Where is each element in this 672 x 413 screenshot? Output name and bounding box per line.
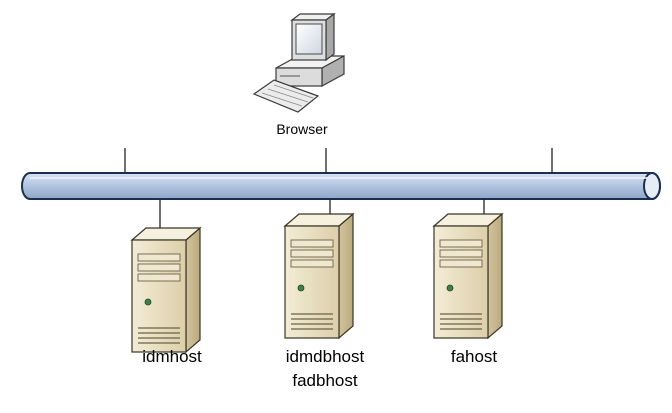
tower-server-icon xyxy=(284,213,354,339)
server-label-fahost: fahost xyxy=(451,347,498,366)
server-idmdbhost xyxy=(284,213,354,339)
server-label-idmhost: idmhost xyxy=(142,347,202,366)
server-label-idmdbhost: idmdbhost xyxy=(286,347,365,366)
server-idmhost xyxy=(131,227,201,353)
tower-server-icon xyxy=(433,213,503,339)
tower-server-icon xyxy=(131,227,201,353)
server-label-fadbhost: fadbhost xyxy=(292,371,357,390)
server-fahost xyxy=(433,213,503,339)
network-bus xyxy=(21,172,661,200)
network-connectors xyxy=(124,148,553,240)
browser-label: Browser xyxy=(276,121,328,137)
desktop-computer-icon xyxy=(252,12,345,113)
